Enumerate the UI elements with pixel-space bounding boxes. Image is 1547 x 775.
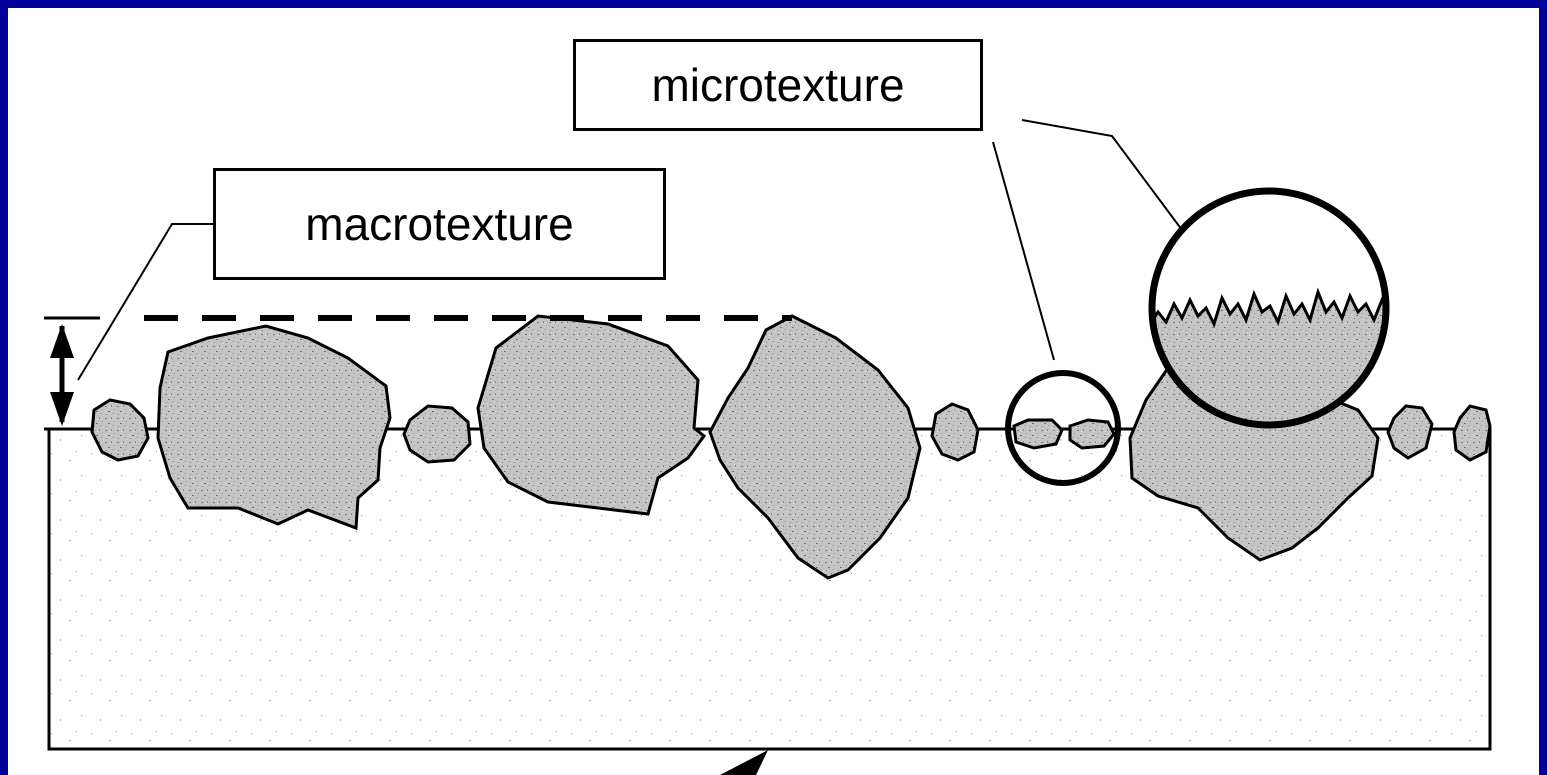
small-particle-5 bbox=[1070, 420, 1114, 448]
bottom-arrow-tip bbox=[720, 750, 768, 775]
microtexture-label: microtexture bbox=[573, 39, 983, 131]
depth-arrow-head-bottom bbox=[50, 392, 74, 426]
aggregate-1 bbox=[158, 326, 390, 528]
microtexture-leader-line-2 bbox=[1022, 120, 1182, 230]
small-particle-7 bbox=[1454, 406, 1490, 460]
diagram-canvas: macrotexture microtexture bbox=[8, 8, 1539, 775]
microtexture-leader-line-1 bbox=[993, 142, 1054, 360]
small-particle-2 bbox=[404, 406, 470, 462]
small-particle-4 bbox=[1014, 420, 1062, 448]
depth-arrow-head-top bbox=[50, 324, 74, 358]
small-particle-1 bbox=[92, 400, 148, 460]
macrotexture-label: macrotexture bbox=[213, 168, 666, 280]
